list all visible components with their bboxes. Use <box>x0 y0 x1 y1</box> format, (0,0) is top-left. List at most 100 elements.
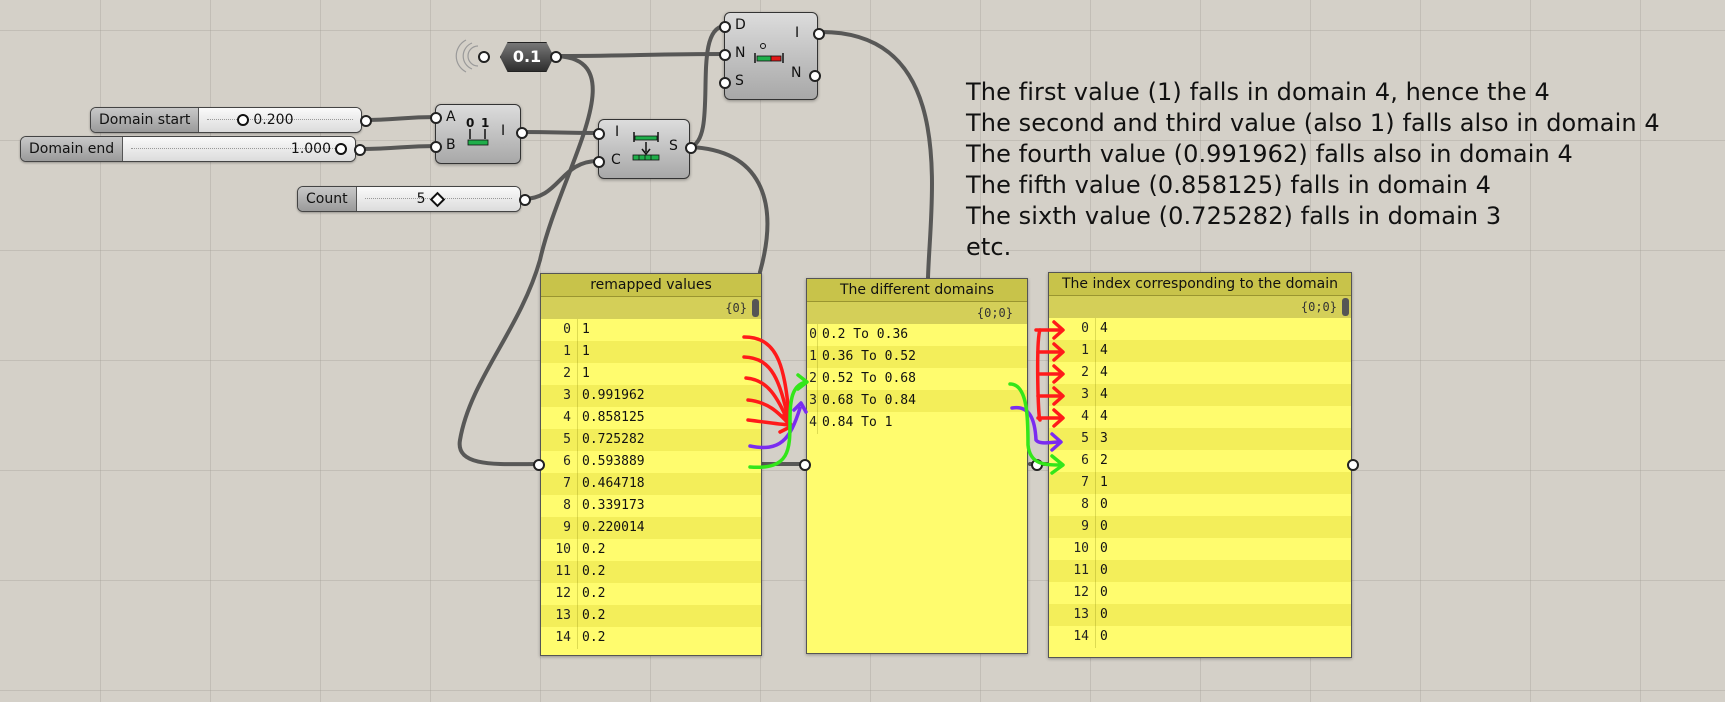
number-value: 0.1 <box>512 47 542 66</box>
row-index: 0 <box>563 322 571 337</box>
panel-row: 8 0.339173 <box>541 495 761 517</box>
row-value: 4 <box>1095 318 1108 340</box>
wire-count-to-c <box>521 159 600 201</box>
slider-track[interactable]: 0.200 <box>199 108 361 132</box>
explanation-line: The sixth value (0.725282) falls in doma… <box>966 202 1502 230</box>
divide-i-port[interactable] <box>593 128 605 140</box>
row-value: 4 <box>1095 362 1108 384</box>
find-d-port[interactable] <box>719 21 731 33</box>
find-s-port[interactable] <box>719 77 731 89</box>
row-index: 2 <box>563 366 571 381</box>
domain-end-output-port[interactable] <box>354 144 366 156</box>
row-index: 7 <box>563 476 571 491</box>
construct-b-port[interactable] <box>430 141 442 153</box>
input-b-label: B <box>446 137 456 153</box>
divide-domain-component[interactable]: I C S <box>598 119 690 179</box>
output-n-label: N <box>791 65 802 81</box>
row-value: 0.464718 <box>577 473 645 495</box>
slider-knob-icon[interactable] <box>335 143 347 155</box>
remapped-input-port[interactable] <box>533 459 545 471</box>
row-value: 0.68 To 0.84 <box>817 390 916 412</box>
slider-track[interactable]: 1.000 <box>123 137 355 161</box>
number-param[interactable]: 0.1 <box>500 42 554 72</box>
slider-knob-icon[interactable] <box>237 114 250 126</box>
row-index: 5 <box>563 432 571 447</box>
find-domain-component[interactable]: D N S I N <box>724 12 818 100</box>
find-n-output-port[interactable] <box>809 70 821 82</box>
construct-a-port[interactable] <box>430 112 442 124</box>
row-index: 0 <box>809 327 817 342</box>
divide-c-port[interactable] <box>593 156 605 168</box>
divide-domain-icon <box>632 132 660 161</box>
slider-knob-icon[interactable] <box>429 191 445 207</box>
domain-end-slider[interactable]: Domain end 1.000 <box>20 136 356 162</box>
wire-divide-to-domains <box>688 145 770 274</box>
explanation-line: etc. <box>966 233 1012 261</box>
output-i-label: I <box>501 123 506 139</box>
construct-domain-component[interactable]: A B I 0 1 <box>435 104 521 164</box>
row-index: 12 <box>555 586 571 601</box>
wire-divide-to-find-d <box>688 24 726 149</box>
slider-track[interactable]: 5 <box>356 187 520 211</box>
row-index: 8 <box>563 498 571 513</box>
row-index: 11 <box>1073 563 1089 578</box>
row-index: 4 <box>809 415 817 430</box>
row-value: 0 <box>1095 516 1108 538</box>
row-value: 2 <box>1095 450 1108 472</box>
divide-s-port[interactable] <box>685 142 697 154</box>
panel-path: {0} <box>541 297 761 319</box>
output-s-label: S <box>669 138 678 154</box>
row-index: 3 <box>1081 387 1089 402</box>
count-slider[interactable]: Count 5 <box>297 186 521 212</box>
slider-label: Domain end <box>21 137 124 161</box>
find-i-output-port[interactable] <box>813 28 825 40</box>
index-panel[interactable]: The index corresponding to the domain {0… <box>1048 272 1352 658</box>
row-index: 11 <box>555 564 571 579</box>
row-value: 0.2 <box>577 627 605 649</box>
row-value: 0.858125 <box>577 407 645 429</box>
row-value: 0.52 To 0.68 <box>817 368 916 390</box>
row-value: 0 <box>1095 494 1108 516</box>
number-input-port[interactable] <box>478 51 490 63</box>
row-index: 1 <box>809 349 817 364</box>
panel-scrollbar[interactable] <box>752 299 759 317</box>
row-index: 9 <box>1081 519 1089 534</box>
row-index: 1 <box>1081 343 1089 358</box>
domain-start-output-port[interactable] <box>360 115 372 127</box>
panel-scrollbar[interactable] <box>1342 298 1349 316</box>
row-value: 0.2 <box>577 561 605 583</box>
panel-title: remapped values <box>541 274 761 297</box>
index-input-port[interactable] <box>1031 459 1043 471</box>
number-output-port[interactable] <box>550 51 562 63</box>
find-n-port[interactable] <box>719 49 731 61</box>
count-output-port[interactable] <box>519 194 531 206</box>
index-output-port[interactable] <box>1347 459 1359 471</box>
row-value: 1 <box>577 363 590 385</box>
input-c-label: C <box>611 152 621 168</box>
explanation-line: The second and third value (also 1) fall… <box>966 109 1660 137</box>
domains-input-port[interactable] <box>799 459 811 471</box>
row-value: 0.220014 <box>577 517 645 539</box>
row-value: 0.84 To 1 <box>817 412 892 434</box>
explanation-line: The first value (1) falls in domain 4, h… <box>966 78 1550 106</box>
explanation-line: The fifth value (0.858125) falls in doma… <box>966 171 1492 199</box>
construct-i-port[interactable] <box>516 127 528 139</box>
row-value: 0.339173 <box>577 495 645 517</box>
row-value: 0.2 <box>577 539 605 561</box>
domain-start-slider[interactable]: Domain start 0.200 <box>90 107 362 133</box>
